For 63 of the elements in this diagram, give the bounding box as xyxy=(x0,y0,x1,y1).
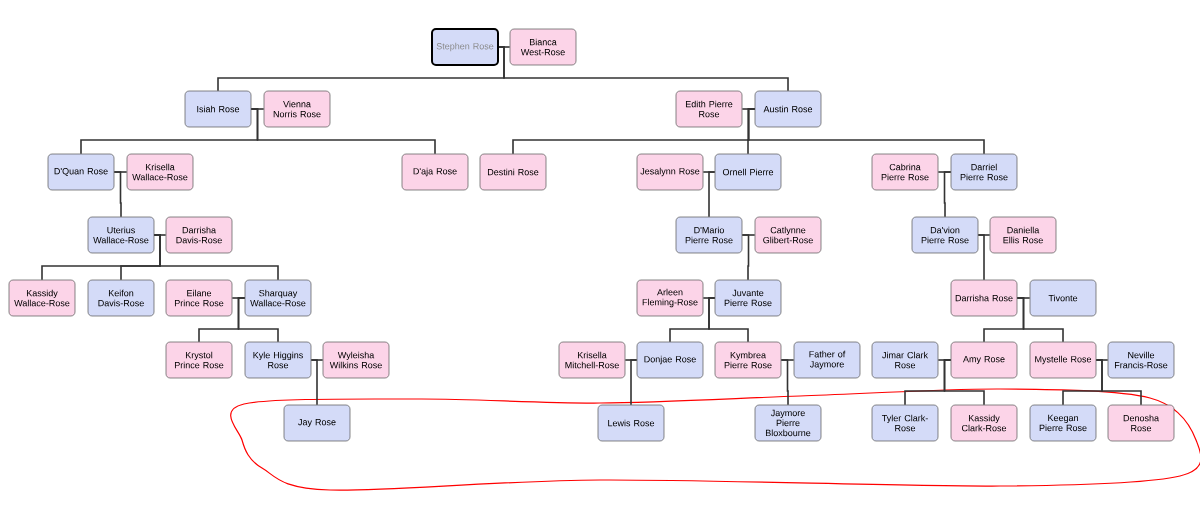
person-box: Father of Jaymore xyxy=(793,341,861,379)
person-box: Isiah Rose xyxy=(184,90,252,128)
person-box: D'aja Rose xyxy=(401,153,469,191)
person-box: Krisella Mitchell-Rose xyxy=(558,341,626,379)
descent-line xyxy=(741,234,750,281)
person-box: Da'vion Pierre Rose xyxy=(911,216,979,254)
person-box: Kymbrea Pierre Rose xyxy=(714,341,782,379)
descent-line xyxy=(310,359,318,406)
person-box: Jaymore Pierre Bloxbourne xyxy=(754,404,822,442)
person-box: D'Quan Rose xyxy=(47,153,115,191)
descent-line xyxy=(943,171,952,218)
descent-line xyxy=(153,234,279,281)
person-box: Destini Rose xyxy=(479,153,547,191)
person-box: Catlynne Glibert-Rose xyxy=(754,216,822,254)
person-box: Kyle Higgins Rose xyxy=(244,341,312,379)
descent-line xyxy=(943,359,985,406)
person-box: Keifon Davis-Rose xyxy=(87,279,155,317)
descent-line xyxy=(498,46,789,92)
descent-line xyxy=(977,234,985,281)
person-box: Arleen Fleming-Rose xyxy=(636,279,704,317)
person-box: Donjae Rose xyxy=(636,341,704,379)
person-box: Neville Francis-Rose xyxy=(1107,341,1175,379)
descent-line xyxy=(250,108,436,155)
descent-line xyxy=(780,359,789,406)
person-box: Mystelle Rose xyxy=(1029,341,1097,379)
person-box: Kassidy Wallace-Rose xyxy=(8,279,76,317)
person-box: Tivonte xyxy=(1029,279,1097,317)
person-box: Sharquay Wallace-Rose xyxy=(244,279,312,317)
person-box: Juvante Pierre Rose xyxy=(714,279,782,317)
descent-line xyxy=(1016,297,1064,343)
person-box: Darrisha Davis-Rose xyxy=(165,216,233,254)
descent-line xyxy=(708,297,749,343)
descent-line xyxy=(1095,359,1142,406)
person-box: Lewis Rose xyxy=(597,404,665,442)
person-box: Darriel Pierre Rose xyxy=(950,153,1018,191)
person-box: Vienna Norris Rose xyxy=(263,90,331,128)
descent-line xyxy=(237,297,279,343)
person-box: Eilane Prince Rose xyxy=(165,279,233,317)
person-box: Denosha Rose xyxy=(1107,404,1175,442)
person-box: Bianca West-Rose xyxy=(509,28,577,66)
person-box: Wyleisha Wilkins Rose xyxy=(322,341,390,379)
descent-line xyxy=(113,171,122,218)
person-box: Jesalynn Rose xyxy=(636,153,704,191)
person-box: Krisella Wallace-Rose xyxy=(126,153,194,191)
person-box: Cabrina Pierre Rose xyxy=(871,153,939,191)
descent-line xyxy=(630,359,638,406)
person-box: Uterius Wallace-Rose xyxy=(87,216,155,254)
person-box: Jay Rose xyxy=(283,404,351,442)
person-box: Edith Pierre Rose xyxy=(675,90,743,128)
selected-person-box: Stephen Rose xyxy=(431,28,499,66)
person-box: Jimar Clark Rose xyxy=(871,341,939,379)
person-box: Austin Rose xyxy=(754,90,822,128)
person-box: Daniella Ellis Rose xyxy=(989,216,1057,254)
person-box: Kassidy Clark-Rose xyxy=(950,404,1018,442)
descent-line xyxy=(708,171,716,218)
person-box: Darrisha Rose xyxy=(950,279,1018,317)
person-box: Keegan Pierre Rose xyxy=(1029,404,1097,442)
descent-line xyxy=(747,108,985,155)
person-box: Tyler Clark-Rose xyxy=(871,404,939,442)
person-box: Krystol Prince Rose xyxy=(165,341,233,379)
person-box: D'Mario Pierre Rose xyxy=(675,216,743,254)
person-box: Amy Rose xyxy=(950,341,1018,379)
person-box: Ornell Pierre xyxy=(714,153,782,191)
